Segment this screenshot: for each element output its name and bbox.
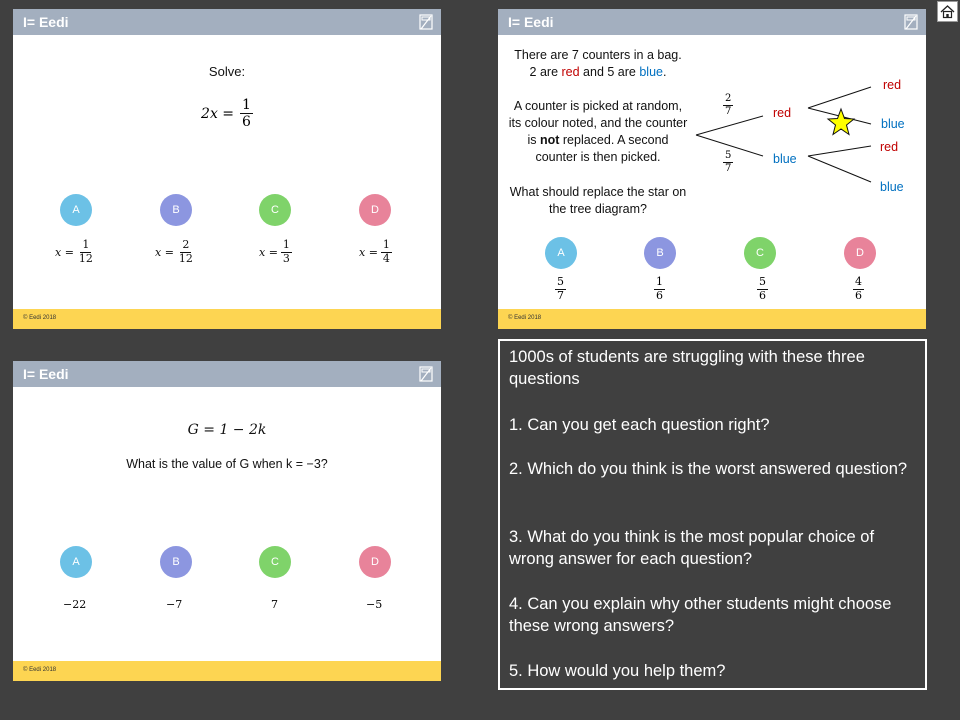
- card-header: I= Eedi: [13, 361, 441, 387]
- panel-question-3: 3. What do you think is the most popular…: [509, 528, 875, 568]
- option-b-button[interactable]: B: [644, 237, 676, 269]
- eedi-logo: I= Eedi: [508, 14, 554, 30]
- discussion-panel: 1000s of students are struggling with th…: [498, 339, 927, 690]
- option-c-button[interactable]: C: [744, 237, 776, 269]
- option-a-button[interactable]: A: [60, 194, 92, 226]
- home-icon: [940, 5, 955, 19]
- panel-question-1: 1. Can you get each question right?: [509, 416, 770, 434]
- panel-question-2: 2. Which do you think is the worst answe…: [509, 460, 908, 478]
- calculator-icon: [419, 14, 433, 30]
- copyright-text: © Eedi 2018: [23, 315, 57, 321]
- branch-red-red: [807, 86, 872, 109]
- label-first-red: red: [773, 106, 792, 120]
- option-d-button[interactable]: D: [359, 546, 391, 578]
- label-red-blue: blue: [881, 117, 905, 131]
- star-icon: [826, 107, 856, 136]
- branch-red-1: [695, 115, 764, 136]
- tree-diagram: [695, 86, 872, 183]
- label-red-red: red: [883, 78, 902, 92]
- question-equation: G = 1 − 2k: [187, 422, 267, 438]
- card-footer: © Eedi 2018: [13, 661, 441, 681]
- problem-detail: A counter is picked at random, its colou…: [508, 99, 688, 164]
- eedi-logo: I= Eedi: [23, 14, 69, 30]
- branch-blue-red: [807, 145, 872, 157]
- eedi-logo: I= Eedi: [23, 366, 69, 382]
- option-d-button[interactable]: D: [844, 237, 876, 269]
- label-blue-blue: blue: [880, 180, 904, 194]
- option-c-button[interactable]: C: [259, 194, 291, 226]
- answer-c: 7: [271, 598, 278, 611]
- problem-text: There are 7 counters in a bag. 2 are red…: [514, 48, 682, 79]
- branch-blue-blue: [807, 155, 872, 183]
- copyright-text: © Eedi 2018: [508, 315, 542, 321]
- branch-blue-1: [695, 134, 764, 157]
- copyright-text: © Eedi 2018: [23, 667, 57, 673]
- card-footer: © Eedi 2018: [13, 309, 441, 329]
- question-card-3: I= Eedi G = 1 − 2k What is the value of …: [13, 361, 441, 681]
- option-c-button[interactable]: C: [259, 546, 291, 578]
- option-b-button[interactable]: B: [160, 194, 192, 226]
- option-b-button[interactable]: B: [160, 546, 192, 578]
- answer-b: −7: [166, 598, 183, 611]
- calculator-icon: [419, 366, 433, 382]
- panel-question-5: 5. How would you help them?: [509, 662, 726, 680]
- panel-question-4: 4. Can you explain why other students mi…: [509, 595, 892, 635]
- option-d-button[interactable]: D: [359, 194, 391, 226]
- question-card-2: I= Eedi There are 7 counters in a bag. 2…: [498, 9, 926, 329]
- home-button[interactable]: [937, 1, 958, 22]
- option-a-button[interactable]: A: [545, 237, 577, 269]
- label-blue-red: red: [880, 140, 899, 154]
- answer-a: −22: [63, 598, 87, 611]
- label-first-blue: blue: [773, 152, 797, 166]
- answer-d: −5: [366, 598, 383, 611]
- calculator-icon: [904, 14, 918, 30]
- question-text: What is the value of G when k = −3?: [126, 457, 328, 471]
- question-text: What should replace the star on the tree…: [509, 185, 687, 216]
- option-a-button[interactable]: A: [60, 546, 92, 578]
- card-header: I= Eedi: [13, 9, 441, 35]
- question-prompt: Solve:: [208, 64, 246, 79]
- panel-intro: 1000s of students are struggling with th…: [509, 348, 865, 388]
- card-header: I= Eedi: [498, 9, 926, 35]
- card-footer: © Eedi 2018: [498, 309, 926, 329]
